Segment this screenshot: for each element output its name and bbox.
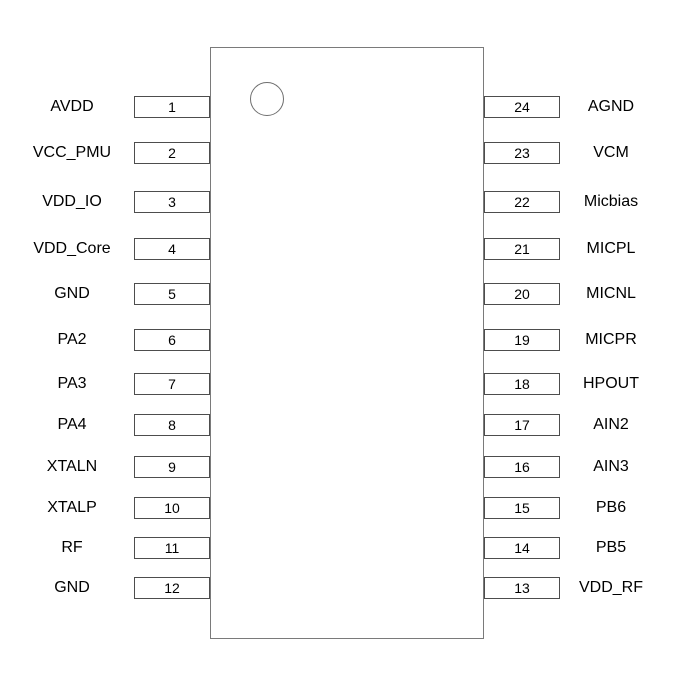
pin-box-left-row9: 9 (134, 456, 210, 478)
pin-box-left-row10: 10 (134, 497, 210, 519)
pin-box-right-row2: 23 (484, 142, 560, 164)
pin-label-right-row1: AGND (587, 98, 635, 115)
pin-box-left-row11: 11 (134, 537, 210, 559)
pin-label-right-row3: Micbias (583, 193, 639, 210)
pin-number: 24 (514, 99, 530, 115)
pin-label-right-row8: AIN2 (593, 416, 629, 433)
pin-label-right-row12: VDD_RF (578, 579, 643, 596)
pin-label-left-row9: XTALN (46, 458, 98, 475)
pin-number: 19 (514, 332, 530, 348)
pin-label-right-row2: VCM (593, 144, 629, 161)
pin-box-right-row10: 15 (484, 497, 560, 519)
pin-label-right-row6: MICPR (585, 331, 637, 348)
pin-label-left-row1: AVDD (50, 98, 94, 115)
pin-box-right-row3: 22 (484, 191, 560, 213)
pin-box-left-row6: 6 (134, 329, 210, 351)
pin-box-right-row12: 13 (484, 577, 560, 599)
ic-chip-body (210, 47, 484, 639)
pin-label-left-row6: PA2 (57, 331, 87, 348)
pin-label-left-row3: VDD_IO (42, 193, 102, 210)
pin-number: 15 (514, 500, 530, 516)
pin-number: 3 (168, 194, 176, 210)
pin-box-right-row11: 14 (484, 537, 560, 559)
pin-box-left-row2: 2 (134, 142, 210, 164)
pin-box-left-row1: 1 (134, 96, 210, 118)
pin-box-right-row9: 16 (484, 456, 560, 478)
pin-box-left-row12: 12 (134, 577, 210, 599)
pin-number: 16 (514, 459, 530, 475)
pin-label-right-row4: MICPL (586, 240, 636, 257)
pin-box-left-row8: 8 (134, 414, 210, 436)
pin-number: 18 (514, 376, 530, 392)
pin-number: 10 (164, 500, 180, 516)
pin-box-right-row7: 18 (484, 373, 560, 395)
pin-box-right-row6: 19 (484, 329, 560, 351)
pin-label-right-row9: AIN3 (593, 458, 629, 475)
pin-number: 8 (168, 417, 176, 433)
pin-box-left-row7: 7 (134, 373, 210, 395)
pin-label-right-row11: PB5 (595, 539, 627, 556)
pin-number: 13 (514, 580, 530, 596)
pin-label-left-row5: GND (54, 285, 90, 302)
pin-label-right-row5: MICNL (586, 285, 636, 302)
pin-label-left-row12: GND (54, 579, 90, 596)
pin-number: 1 (168, 99, 176, 115)
pin-label-left-row10: XTALP (47, 499, 97, 516)
pin-label-left-row4: VDD_Core (33, 240, 111, 257)
pin-label-left-row11: RF (61, 539, 83, 556)
pin-number: 2 (168, 145, 176, 161)
pin-label-left-row2: VCC_PMU (32, 144, 112, 161)
pin-label-left-row8: PA4 (57, 416, 87, 433)
pin-number: 4 (168, 241, 176, 257)
pin-number: 14 (514, 540, 530, 556)
pin-box-right-row4: 21 (484, 238, 560, 260)
pin-box-right-row5: 20 (484, 283, 560, 305)
pin-label-right-row10: PB6 (595, 499, 627, 516)
pin1-indicator-circle (250, 82, 284, 116)
pin-box-right-row8: 17 (484, 414, 560, 436)
pin-box-left-row3: 3 (134, 191, 210, 213)
pin-number: 20 (514, 286, 530, 302)
pin-label-left-row7: PA3 (57, 375, 87, 392)
pin-number: 12 (164, 580, 180, 596)
pin-label-right-row7: HPOUT (583, 375, 639, 392)
pin-number: 6 (168, 332, 176, 348)
pin-number: 9 (168, 459, 176, 475)
pin-number: 22 (514, 194, 530, 210)
pin-box-right-row1: 24 (484, 96, 560, 118)
pin-number: 5 (168, 286, 176, 302)
pin-number: 7 (168, 376, 176, 392)
pin-number: 23 (514, 145, 530, 161)
pin-number: 11 (164, 540, 180, 556)
pin-number: 17 (514, 417, 530, 433)
pin-box-left-row4: 4 (134, 238, 210, 260)
pin-box-left-row5: 5 (134, 283, 210, 305)
pin-number: 21 (514, 241, 530, 257)
